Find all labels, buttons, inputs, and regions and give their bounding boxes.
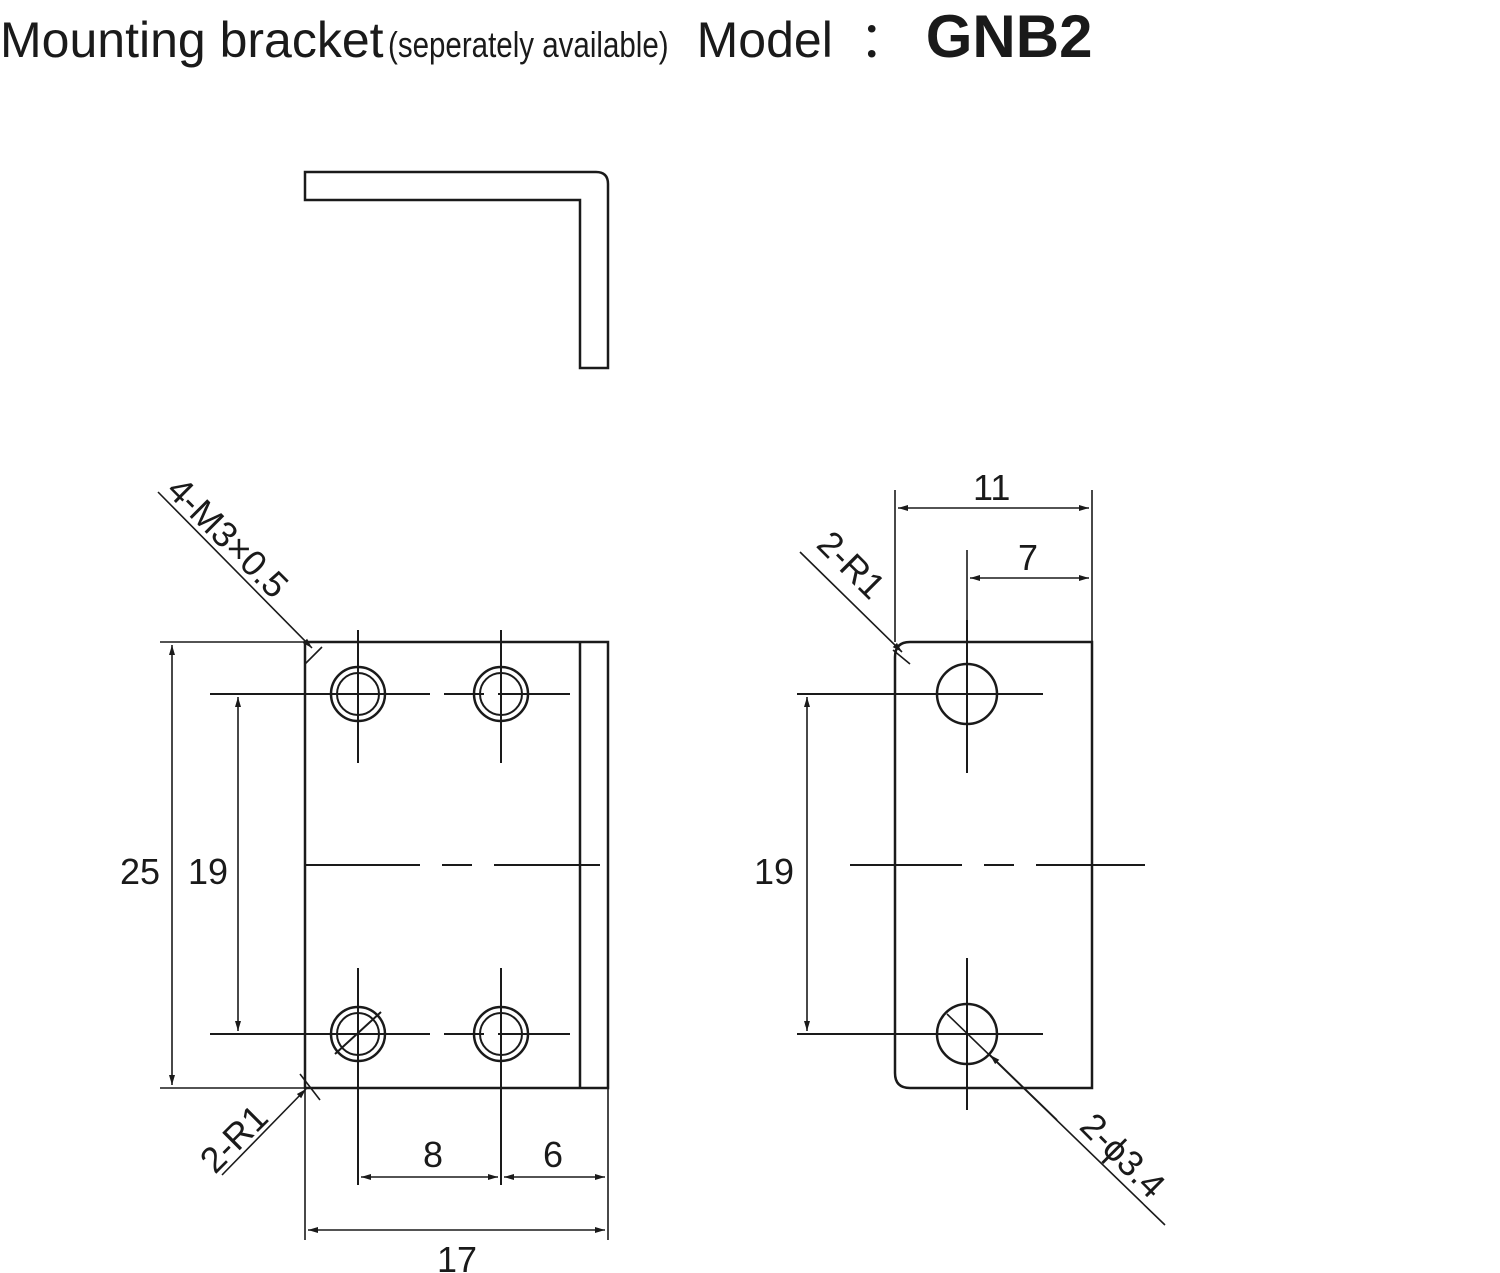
side-view: 11 7 19 2-R1 2-ϕ3.4 <box>754 467 1174 1226</box>
dim-width-label: 17 <box>437 1239 477 1273</box>
subtitle-text: (seperately available) <box>388 24 669 65</box>
radius-callout-side: 2-R1 <box>809 523 893 607</box>
tapped-hole <box>472 665 530 723</box>
model-code: GNB2 <box>925 3 1093 70</box>
dim-pitch-v-label: 19 <box>188 851 228 892</box>
side-width-label: 11 <box>973 467 1010 508</box>
thread-leader <box>157 491 313 649</box>
drawing-title: Mounting bracket (seperately available) … <box>0 2 1500 72</box>
dim-edge-label: 6 <box>543 1134 563 1175</box>
hole-callout: 2-ϕ3.4 <box>1072 1105 1173 1206</box>
dim-pitch-h-label: 8 <box>423 1134 443 1175</box>
front-view: 25 19 8 6 17 4-M3×0.5 2-R1 <box>120 469 610 1273</box>
tapped-hole <box>329 1005 387 1063</box>
through-hole <box>935 662 999 726</box>
tapped-hole <box>472 1005 530 1063</box>
side-pitch-label: 19 <box>754 851 794 892</box>
model-label: Model <box>696 12 833 68</box>
through-hole <box>935 1002 999 1066</box>
radius-callout-front: 2-R1 <box>192 1096 276 1180</box>
dim-height-label: 25 <box>120 851 160 892</box>
model-separator: ： <box>859 12 910 68</box>
title-text: Mounting bracket <box>0 12 384 68</box>
thread-callout: 4-M3×0.5 <box>159 469 296 606</box>
tapped-hole <box>329 665 387 723</box>
radius-leader-side <box>799 551 903 653</box>
top-view-profile <box>303 170 610 370</box>
radius-leader-front <box>221 1088 307 1176</box>
side-offset-label: 7 <box>1018 537 1038 578</box>
